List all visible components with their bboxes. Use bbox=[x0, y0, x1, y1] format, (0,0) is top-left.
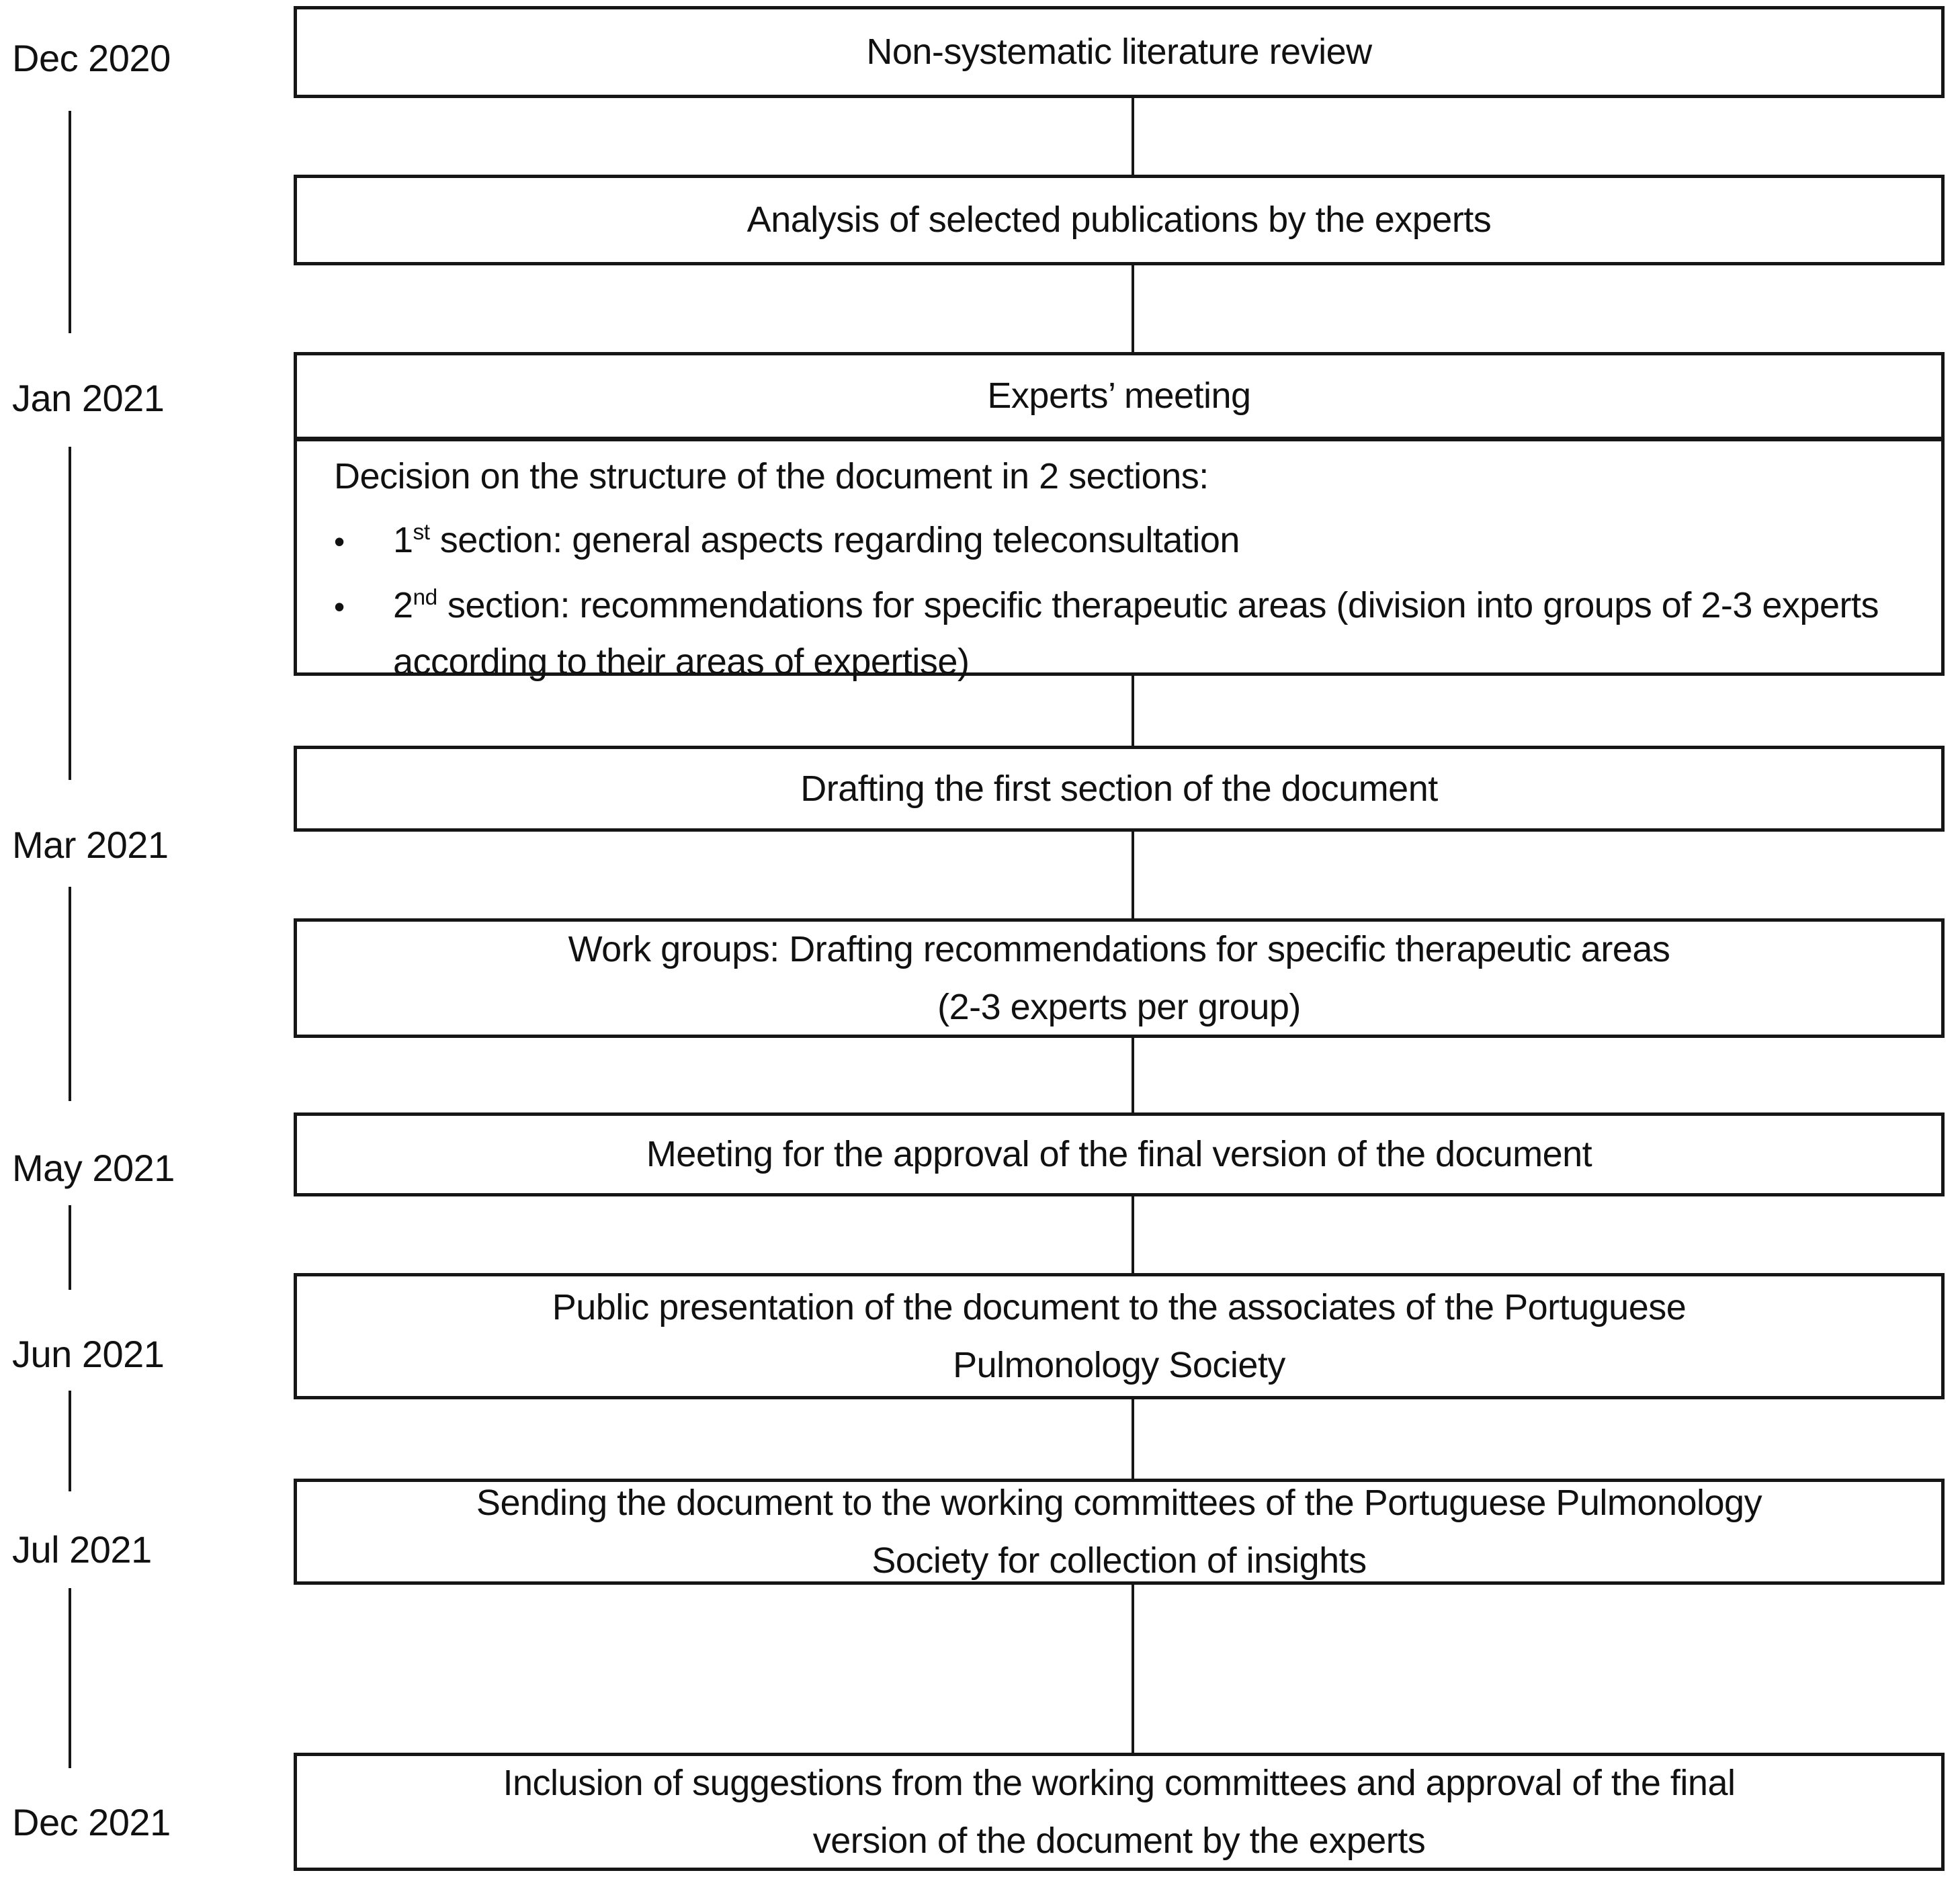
flow-box-final-inclusion: Inclusion of suggestions from the workin… bbox=[294, 1753, 1945, 1871]
flow-box-approval-meeting: Meeting for the approval of the final ve… bbox=[294, 1112, 1945, 1196]
timeline-label-jan-2021: Jan 2021 bbox=[12, 377, 165, 419]
flow-connector bbox=[1132, 1038, 1134, 1112]
flow-box-literature-review: Non-systematic literature review bbox=[294, 6, 1945, 98]
flow-box-line-1: Public presentation of the document to t… bbox=[552, 1286, 1687, 1327]
flow-box-label: Meeting for the approval of the final ve… bbox=[646, 1134, 1592, 1175]
flow-box-line-2: (2-3 experts per group) bbox=[937, 987, 1301, 1027]
timeline-label-jun-2021: Jun 2021 bbox=[12, 1333, 165, 1375]
bullet-icon: • bbox=[334, 524, 345, 559]
timeline-segment bbox=[69, 447, 71, 780]
flow-connector bbox=[1132, 1583, 1134, 1753]
flow-connector bbox=[1132, 832, 1134, 918]
flow-box-label: Experts’ meeting bbox=[987, 376, 1251, 417]
flow-box-line-1: Work groups: Drafting recommendations fo… bbox=[568, 928, 1670, 969]
bullet-ordinal: st bbox=[413, 520, 431, 545]
bullet-icon: • bbox=[334, 589, 345, 624]
timeline-label-may-2021: May 2021 bbox=[12, 1147, 175, 1189]
flow-box-experts-meeting: Experts’ meeting bbox=[294, 352, 1945, 440]
flow-box-label: Analysis of selected publications by the… bbox=[747, 200, 1492, 241]
timeline-label-jul-2021: Jul 2021 bbox=[12, 1528, 152, 1571]
flow-box-line-1: Sending the document to the working comm… bbox=[476, 1482, 1762, 1523]
decision-intro: Decision on the structure of the documen… bbox=[334, 456, 1209, 496]
bullet-number: 1 bbox=[393, 520, 413, 560]
timeline-segment bbox=[69, 1588, 71, 1768]
decision-bullet-1: • 1st section: general aspects regarding … bbox=[334, 505, 1240, 570]
flow-box-label: Drafting the first section of the docume… bbox=[800, 768, 1438, 809]
timeline-segment bbox=[69, 1391, 71, 1491]
timeline-segment bbox=[69, 887, 71, 1101]
bullet-ordinal: nd bbox=[413, 585, 438, 610]
bullet-number: 2 bbox=[393, 585, 413, 625]
flow-box-label: Non-systematic literature review bbox=[866, 32, 1372, 73]
timeline-segment bbox=[69, 111, 71, 333]
flow-connector bbox=[1132, 98, 1134, 175]
flow-box-work-groups: Work groups: Drafting recommendations fo… bbox=[294, 918, 1945, 1038]
decision-bullet-1-text: 1st section: general aspects regarding te… bbox=[393, 505, 1240, 568]
flow-box-line-1: Inclusion of suggestions from the workin… bbox=[503, 1762, 1736, 1803]
timeline-label-dec-2021: Dec 2021 bbox=[12, 1801, 171, 1843]
flow-box-decision: Decision on the structure of the documen… bbox=[294, 438, 1945, 682]
timeline-label-mar-2021: Mar 2021 bbox=[12, 824, 169, 866]
flow-box-analysis: Analysis of selected publications by the… bbox=[294, 175, 1945, 265]
flow-connector bbox=[1132, 1399, 1134, 1479]
bullet-body: section: recommendations for specific th… bbox=[393, 585, 1879, 682]
flow-box-line-2: Society for collection of insights bbox=[871, 1540, 1367, 1581]
flow-box-public-presentation: Public presentation of the document to t… bbox=[294, 1273, 1945, 1399]
flow-box-drafting-first-section: Drafting the first section of the docume… bbox=[294, 746, 1945, 832]
flow-connector bbox=[1132, 1196, 1134, 1273]
flow-box-line-2: version of the document by the experts bbox=[812, 1821, 1426, 1861]
bullet-body: section: general aspects regarding telec… bbox=[439, 520, 1240, 560]
flow-box-line-2: Pulmonology Society bbox=[953, 1345, 1285, 1385]
flow-box-sending-document: Sending the document to the working comm… bbox=[294, 1479, 1945, 1585]
timeline-segment bbox=[69, 1205, 71, 1290]
flow-connector bbox=[1132, 676, 1134, 748]
timeline-label-dec-2020: Dec 2020 bbox=[12, 37, 171, 79]
flow-connector bbox=[1132, 265, 1134, 352]
